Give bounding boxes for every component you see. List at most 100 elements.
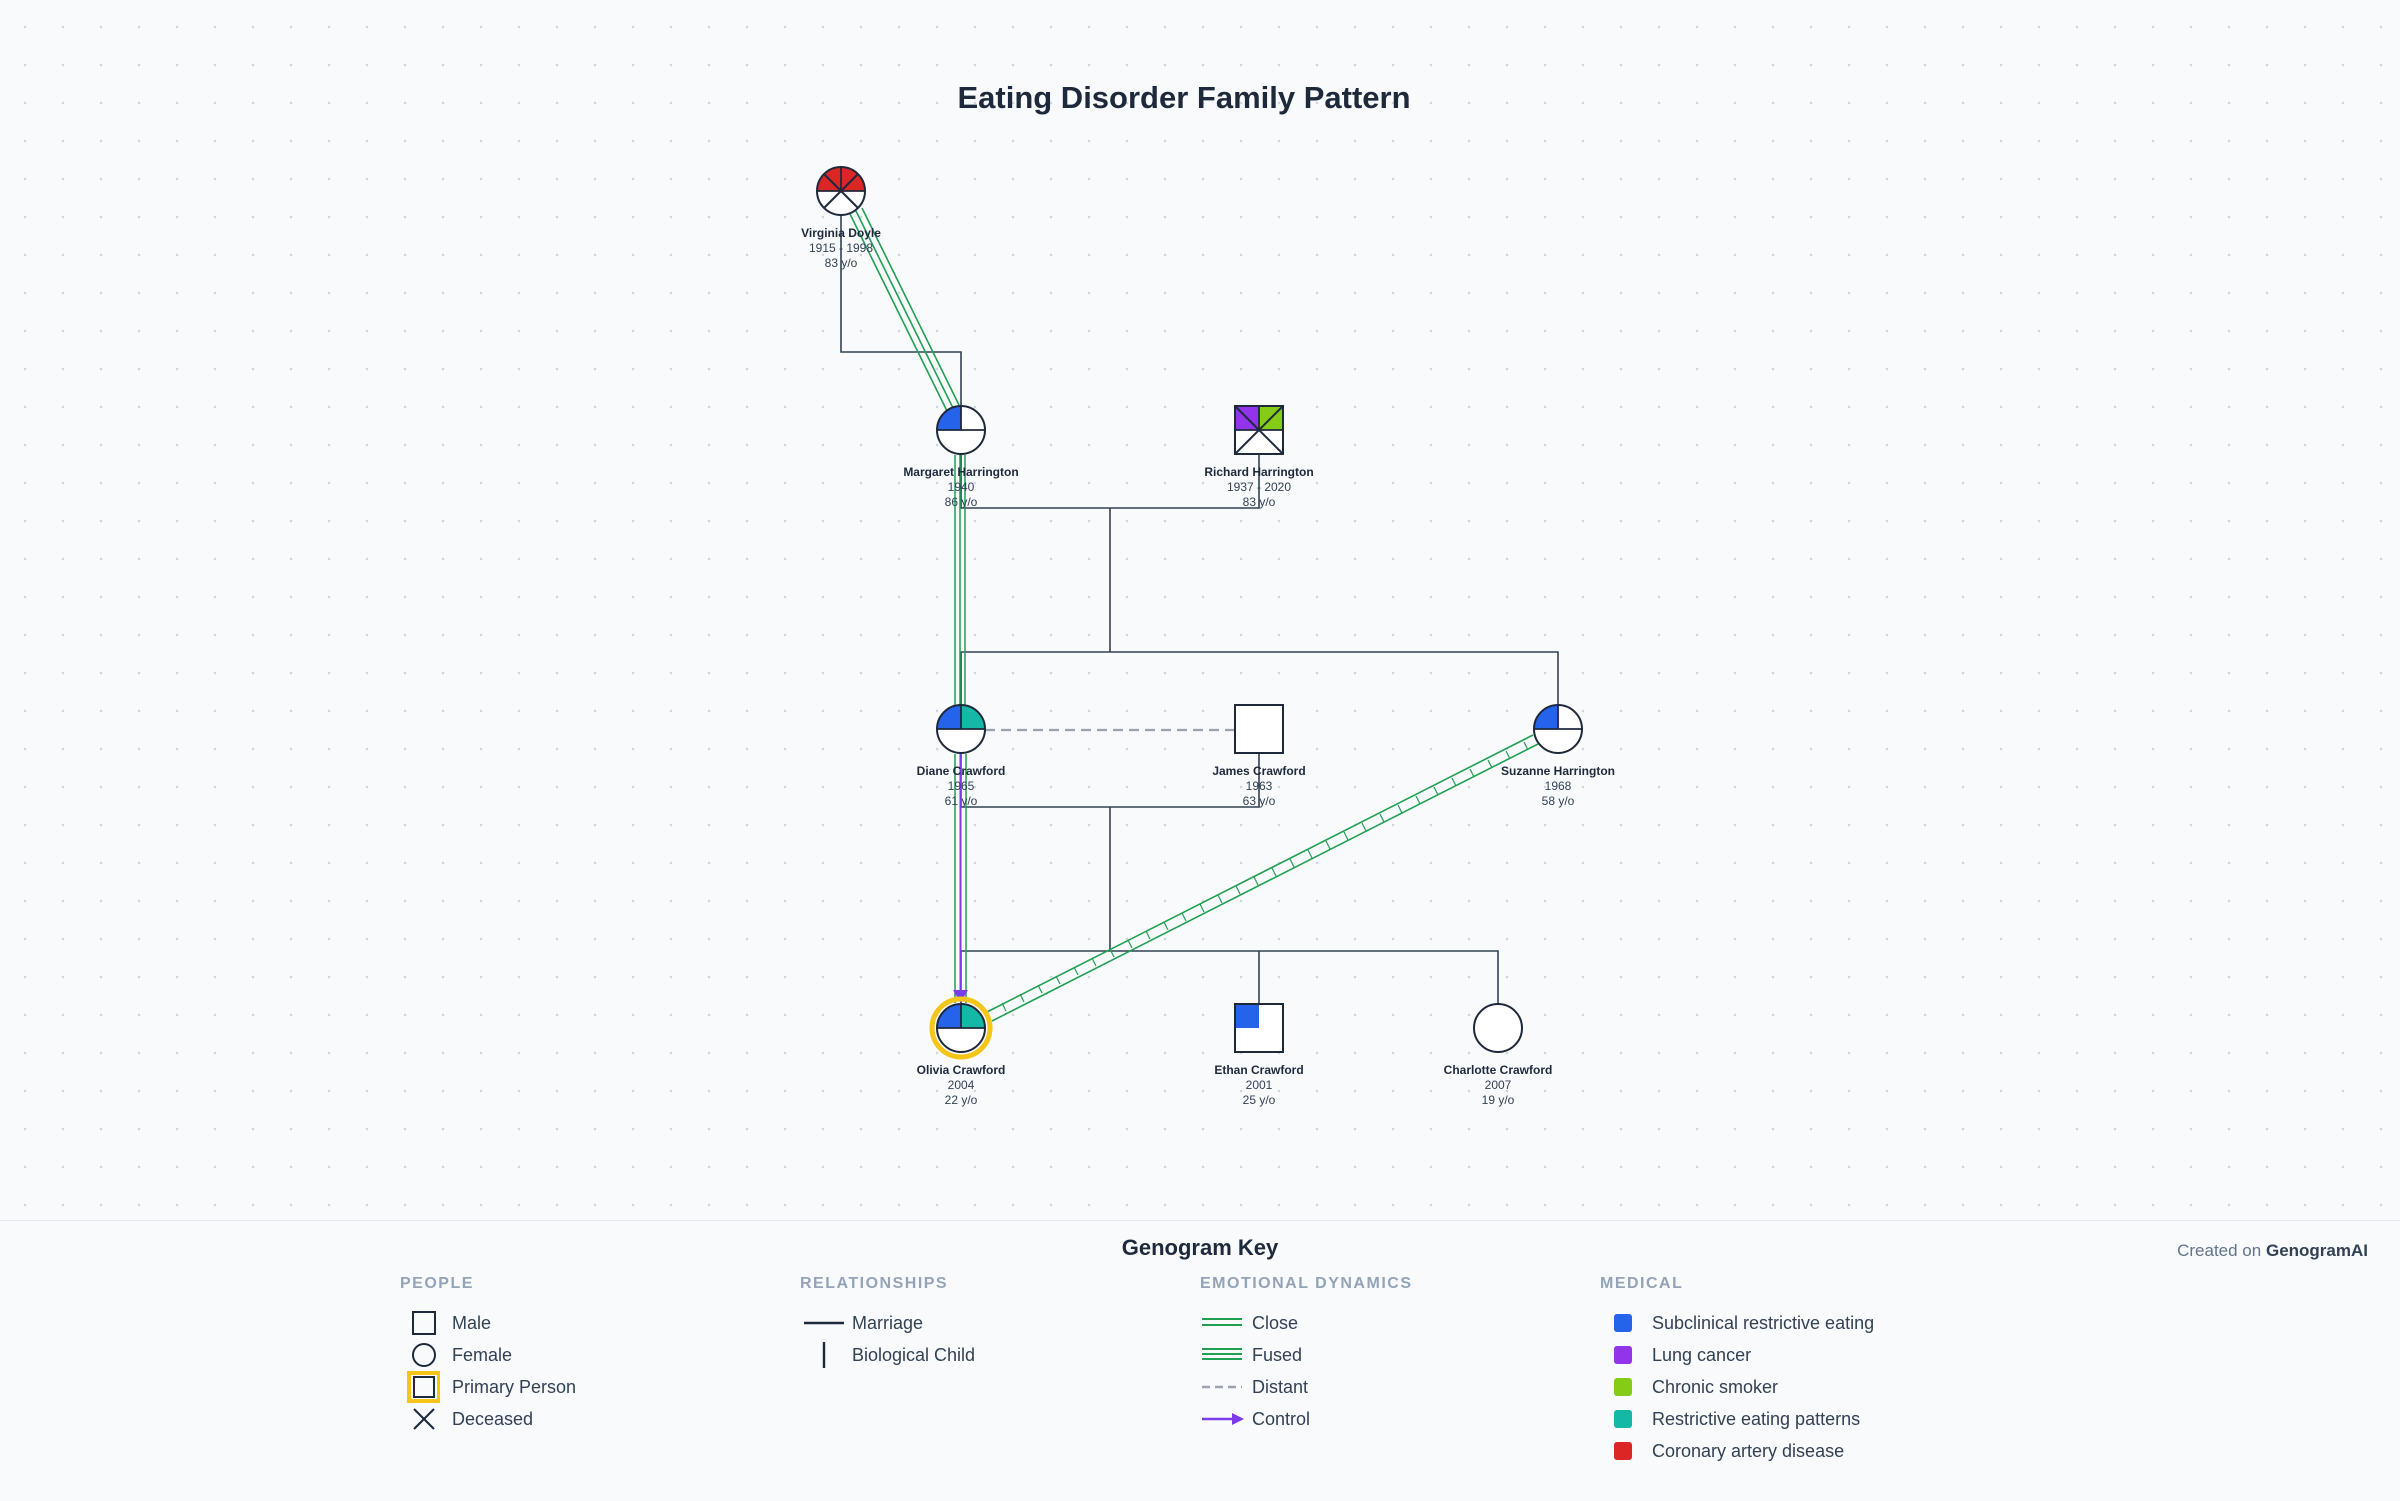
person-richard[interactable]: Richard Harrington 1937 - 2020 83 y/o <box>1204 405 1314 509</box>
person-years: 2004 <box>948 1078 975 1092</box>
person-age: 19 y/o <box>1482 1093 1515 1107</box>
person-years: 1965 <box>948 779 975 793</box>
person-years: 2001 <box>1246 1078 1273 1092</box>
marriage-line-icon <box>804 1321 844 1325</box>
key-relationships-section: RELATIONSHIPS Marriage Biological Child <box>800 1275 975 1371</box>
key-item-label: Restrictive eating patterns <box>1652 1408 1861 1429</box>
key-item-female: Female <box>400 1339 576 1371</box>
person-olivia[interactable]: Olivia Crawford 2004 22 y/o <box>917 996 1006 1107</box>
person-suzanne[interactable]: Suzanne Harrington 1968 58 y/o <box>1501 704 1615 808</box>
condition-restrictive-eating-patterns-fill <box>961 705 985 729</box>
key-item-label: Close <box>1252 1312 1299 1333</box>
key-item-label: Subclinical restrictive eating <box>1652 1312 1875 1333</box>
key-item-label: Fused <box>1252 1344 1303 1365</box>
person-name: Olivia Crawford <box>917 1063 1006 1077</box>
person-age: 63 y/o <box>1243 794 1276 808</box>
person-virginia[interactable]: Virginia Doyle 1915 - 1998 83 y/o <box>801 166 881 270</box>
key-relationships-heading: RELATIONSHIPS <box>800 1275 949 1292</box>
key-item-fused: Fused <box>1200 1339 1412 1371</box>
person-name: Suzanne Harrington <box>1501 764 1615 778</box>
person-years: 2007 <box>1485 1078 1512 1092</box>
color-swatch <box>1614 1378 1632 1396</box>
person-name: Diane Crawford <box>917 764 1006 778</box>
person-diane[interactable]: Diane Crawford 1965 61 y/o <box>917 704 1006 808</box>
condition-subclinical-restrictive-eating-fill <box>937 705 961 729</box>
primary-person-symbol-icon <box>407 1371 440 1403</box>
key-item-label: Female <box>452 1344 513 1365</box>
person-age: 61 y/o <box>945 794 978 808</box>
key-item-lung-cancer: Lung cancer <box>1600 1339 1874 1371</box>
family-lines <box>840 215 1559 1004</box>
key-item-primary-person: Primary Person <box>400 1371 576 1403</box>
condition-restrictive-eating-patterns-fill <box>961 1004 985 1028</box>
person-james[interactable]: James Crawford 1963 63 y/o <box>1212 704 1306 808</box>
deceased-mark <box>823 173 859 209</box>
key-emotional-heading: EMOTIONAL DYNAMICS <box>1200 1275 1413 1292</box>
deceased-mark <box>1234 405 1284 455</box>
key-item-chronic-smoker: Chronic smoker <box>1600 1371 1874 1403</box>
control-line-diane-olivia <box>953 754 968 1003</box>
person-years: 1915 - 1998 <box>809 241 873 255</box>
key-item-restrictive-eating-patterns: Restrictive eating patterns <box>1600 1403 1874 1435</box>
color-swatch <box>1614 1410 1632 1428</box>
person-charlotte[interactable]: Charlotte Crawford 2007 19 y/o <box>1444 1003 1553 1107</box>
key-item-control: Control <box>1200 1403 1412 1435</box>
color-swatch <box>1614 1346 1632 1364</box>
emotional-lines <box>849 207 1539 1022</box>
key-item-male: Male <box>400 1307 576 1339</box>
key-item-label: Distant <box>1252 1376 1309 1397</box>
key-item-subclinical-restrictive-eating: Subclinical restrictive eating <box>1600 1307 1874 1339</box>
person-years: 1968 <box>1545 779 1572 793</box>
key-item-label: Chronic smoker <box>1652 1376 1779 1397</box>
key-item-label: Marriage <box>852 1312 924 1333</box>
person-years: 1937 - 2020 <box>1227 480 1291 494</box>
person-age: 58 y/o <box>1542 794 1575 808</box>
key-item-label: Lung cancer <box>1652 1344 1752 1365</box>
fused-line-suzanne-olivia <box>986 734 1539 1022</box>
genogram-diagram: Eating Disorder Family Pattern <box>801 80 1615 1107</box>
key-item-label: Deceased <box>452 1408 534 1429</box>
key-item-distant: Distant <box>1200 1371 1412 1403</box>
key-item-label: Primary Person <box>452 1376 577 1397</box>
person-age: 25 y/o <box>1243 1093 1276 1107</box>
person-name: Charlotte Crawford <box>1444 1063 1553 1077</box>
key-item-label: Coronary artery disease <box>1652 1440 1845 1461</box>
key-medical-section: MEDICAL Subclinical restrictive eating L… <box>1600 1275 1874 1467</box>
person-age: 83 y/o <box>1243 495 1276 509</box>
key-item-coronary-artery-disease: Coronary artery disease <box>1600 1435 1874 1467</box>
person-years: 1963 <box>1246 779 1273 793</box>
person-years: 1940 <box>948 480 975 494</box>
brand-name[interactable]: GenogramAI <box>2265 1241 2368 1260</box>
male-symbol-icon <box>412 1311 436 1335</box>
color-swatch <box>1614 1314 1632 1332</box>
control-arrow-icon <box>1202 1413 1244 1425</box>
close-line-margaret-diane <box>954 455 966 706</box>
key-people-heading: PEOPLE <box>400 1275 474 1292</box>
person-margaret[interactable]: Margaret Harrington 1940 86 y/o <box>903 405 1019 509</box>
key-item-label: Control <box>1252 1408 1311 1429</box>
created-prefix: Created on <box>2177 1241 2262 1260</box>
key-item-biological-child: Biological Child <box>800 1339 975 1371</box>
key-title: Genogram Key <box>1121 1235 1279 1260</box>
parent-child-line-virginia <box>840 215 962 405</box>
key-item-marriage: Marriage <box>800 1307 975 1339</box>
created-on-label: Created on GenogramAI <box>2177 1241 2368 1261</box>
fused-line-icon <box>1202 1348 1242 1360</box>
key-medical-heading: MEDICAL <box>1600 1275 1684 1292</box>
condition-subclinical-restrictive-eating-fill <box>1534 705 1558 729</box>
genogram-key: Genogram Key Created on GenogramAI PEOPL… <box>0 1220 2400 1501</box>
key-emotional-section: EMOTIONAL DYNAMICS Close Fused Distant C… <box>1200 1275 1412 1435</box>
marriage-line-diane-james <box>960 753 1260 808</box>
female-symbol-icon <box>412 1343 436 1367</box>
close-line-virginia-margaret <box>849 207 960 412</box>
condition-subclinical-restrictive-eating-fill <box>937 1004 961 1028</box>
key-item-label: Male <box>452 1312 492 1333</box>
person-name: Virginia Doyle <box>801 226 881 240</box>
sibling-line-diane-suzanne <box>960 651 1559 705</box>
person-age: 83 y/o <box>825 256 858 270</box>
primary-person-ring <box>929 996 993 1060</box>
biological-child-line-icon <box>822 1342 826 1368</box>
key-item-label: Biological Child <box>852 1344 976 1365</box>
person-ethan[interactable]: Ethan Crawford 2001 25 y/o <box>1214 1003 1304 1107</box>
close-line-icon <box>1202 1318 1242 1326</box>
